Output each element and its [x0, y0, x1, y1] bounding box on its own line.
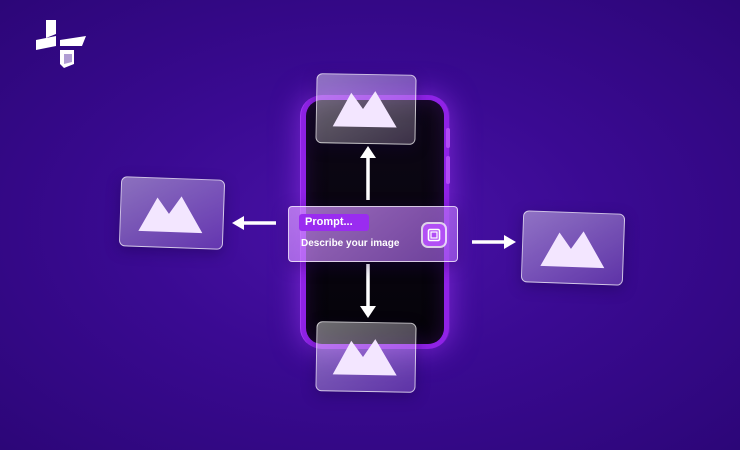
image-card-bottom [315, 321, 417, 393]
image-icon [427, 228, 441, 242]
arrow-up-icon [360, 146, 376, 200]
image-card-top [315, 73, 417, 145]
prompt-panel[interactable]: Prompt... Describe your image [288, 206, 458, 262]
arrow-right-icon [472, 235, 516, 249]
mountain-image-icon [332, 91, 397, 128]
mountain-image-icon [332, 339, 397, 376]
arrow-down-icon [360, 264, 376, 318]
prompt-title: Prompt... [299, 214, 369, 231]
image-card-left [118, 176, 226, 250]
brand-logo-icon [36, 20, 86, 68]
prompt-input[interactable]: Describe your image [301, 238, 400, 249]
image-card-right [520, 210, 626, 286]
mountain-image-icon [138, 196, 203, 234]
generate-image-button[interactable] [423, 224, 445, 246]
mountain-image-icon [540, 231, 605, 269]
phone-side-button [446, 156, 450, 184]
arrow-left-icon [232, 216, 276, 230]
phone-side-button [446, 128, 450, 148]
